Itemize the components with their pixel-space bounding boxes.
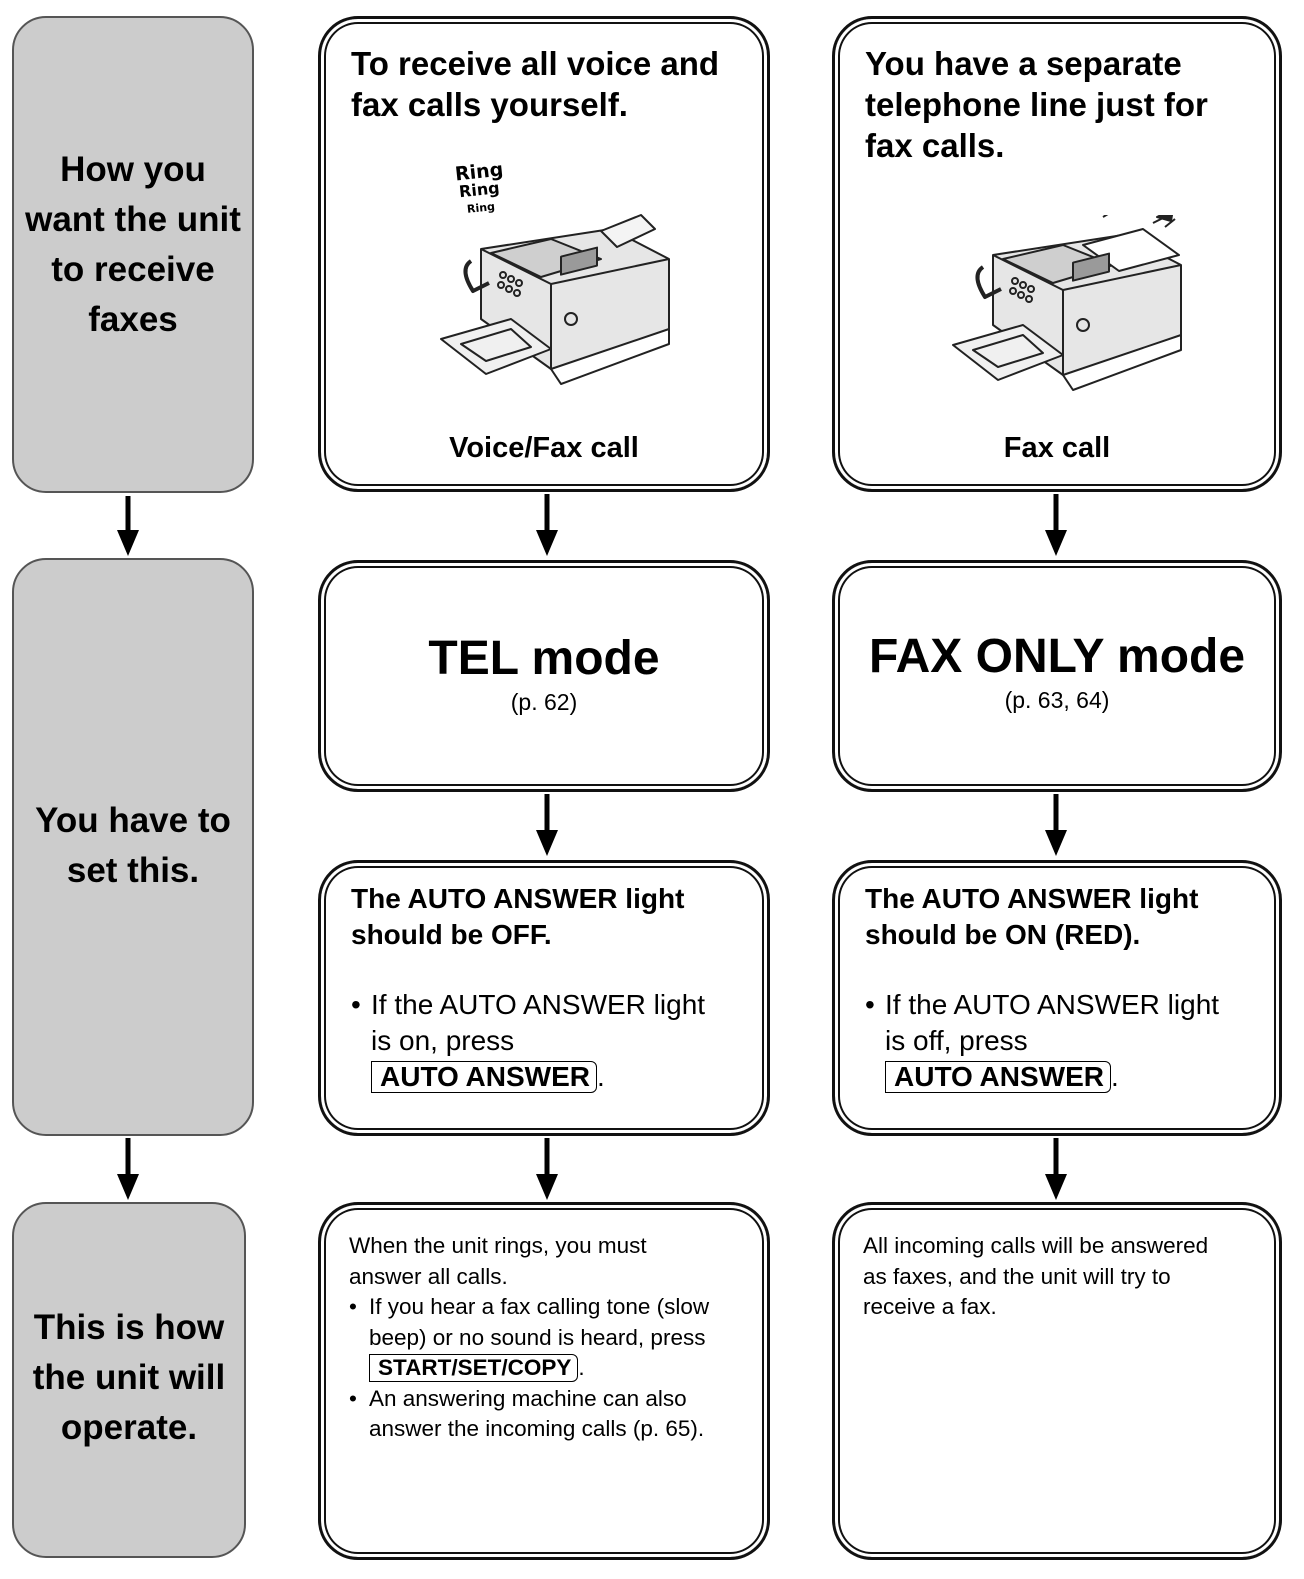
sidebar-receive-box: How you want the unit to receive faxes (12, 16, 254, 493)
bullet-icon: • (349, 1385, 357, 1411)
tel-mode-page: (p. 62) (510, 689, 578, 715)
auto-answer-key: AUTO ANSWER (371, 1061, 597, 1093)
arrow-tel-2-head (536, 830, 558, 856)
tel-light-instruction: • If the AUTO ANSWER light is on, press … (351, 987, 751, 1095)
fax-mode-box: FAX ONLY mode (p. 63, 64) (832, 560, 1282, 792)
sidebar-receive-label: How you want the unit to receive faxes (25, 149, 241, 339)
bullet-icon: • (351, 989, 361, 1020)
fax-question-text: You have a separate telephone line just … (865, 45, 1208, 164)
tel-question-text: To receive all voice and fax calls yours… (351, 45, 720, 123)
tel-light-box: The AUTO ANSWER light should be OFF. • I… (318, 860, 770, 1136)
fax-operate-box: All incoming calls will be answered as f… (832, 1202, 1282, 1560)
fax-caption: Fax call (1003, 432, 1111, 464)
arrow-tel-1-head (536, 530, 558, 556)
fax-machine-receiving-icon (952, 215, 1182, 391)
sidebar-set-label: You have to set this. (35, 801, 231, 890)
arrow-tel-3-head (536, 1174, 558, 1200)
tel-light-heading: The AUTO ANSWER light should be OFF. (351, 883, 685, 950)
fax-mode-title: FAX ONLY mode (868, 630, 1246, 683)
arrow-fax-2-head (1045, 830, 1067, 856)
bullet-icon: • (349, 1294, 357, 1319)
arrow-sidebar-1-head (117, 530, 139, 556)
bullet-icon: • (865, 989, 875, 1020)
tel-caption: Voice/Fax call (449, 432, 639, 464)
fax-operate-text: All incoming calls will be answered as f… (863, 1233, 1209, 1319)
arrow-fax-3-head (1045, 1174, 1067, 1200)
sidebar-operate-box: This is how the unit will operate. (12, 1202, 246, 1558)
arrow-sidebar-2-head (117, 1174, 139, 1200)
tel-operate-text: When the unit rings, you must answer all… (349, 1231, 751, 1445)
fax-light-instruction: • If the AUTO ANSWER light is off, press… (865, 987, 1263, 1095)
fax-question-box: You have a separate telephone line just … (832, 16, 1282, 492)
arrow-fax-1-head (1045, 530, 1067, 556)
sidebar-operate-label: This is how the unit will operate. (32, 1308, 226, 1447)
tel-question-box: To receive all voice and fax calls yours… (318, 16, 770, 492)
fax-mode-page: (p. 63, 64) (1004, 687, 1110, 713)
tel-mode-box: TEL mode (p. 62) (318, 560, 770, 792)
fax-light-box: The AUTO ANSWER light should be ON (RED)… (832, 860, 1282, 1136)
fax-machine-ringing-icon (440, 214, 670, 385)
auto-answer-key: AUTO ANSWER (885, 1061, 1111, 1093)
tel-mode-title: TEL mode (428, 632, 660, 685)
start-set-copy-key: START/SET/COPY (369, 1354, 579, 1382)
tel-operate-box: When the unit rings, you must answer all… (318, 1202, 770, 1560)
sidebar-set-box: You have to set this. (12, 558, 254, 1136)
fax-light-heading: The AUTO ANSWER light should be ON (RED)… (865, 883, 1199, 950)
